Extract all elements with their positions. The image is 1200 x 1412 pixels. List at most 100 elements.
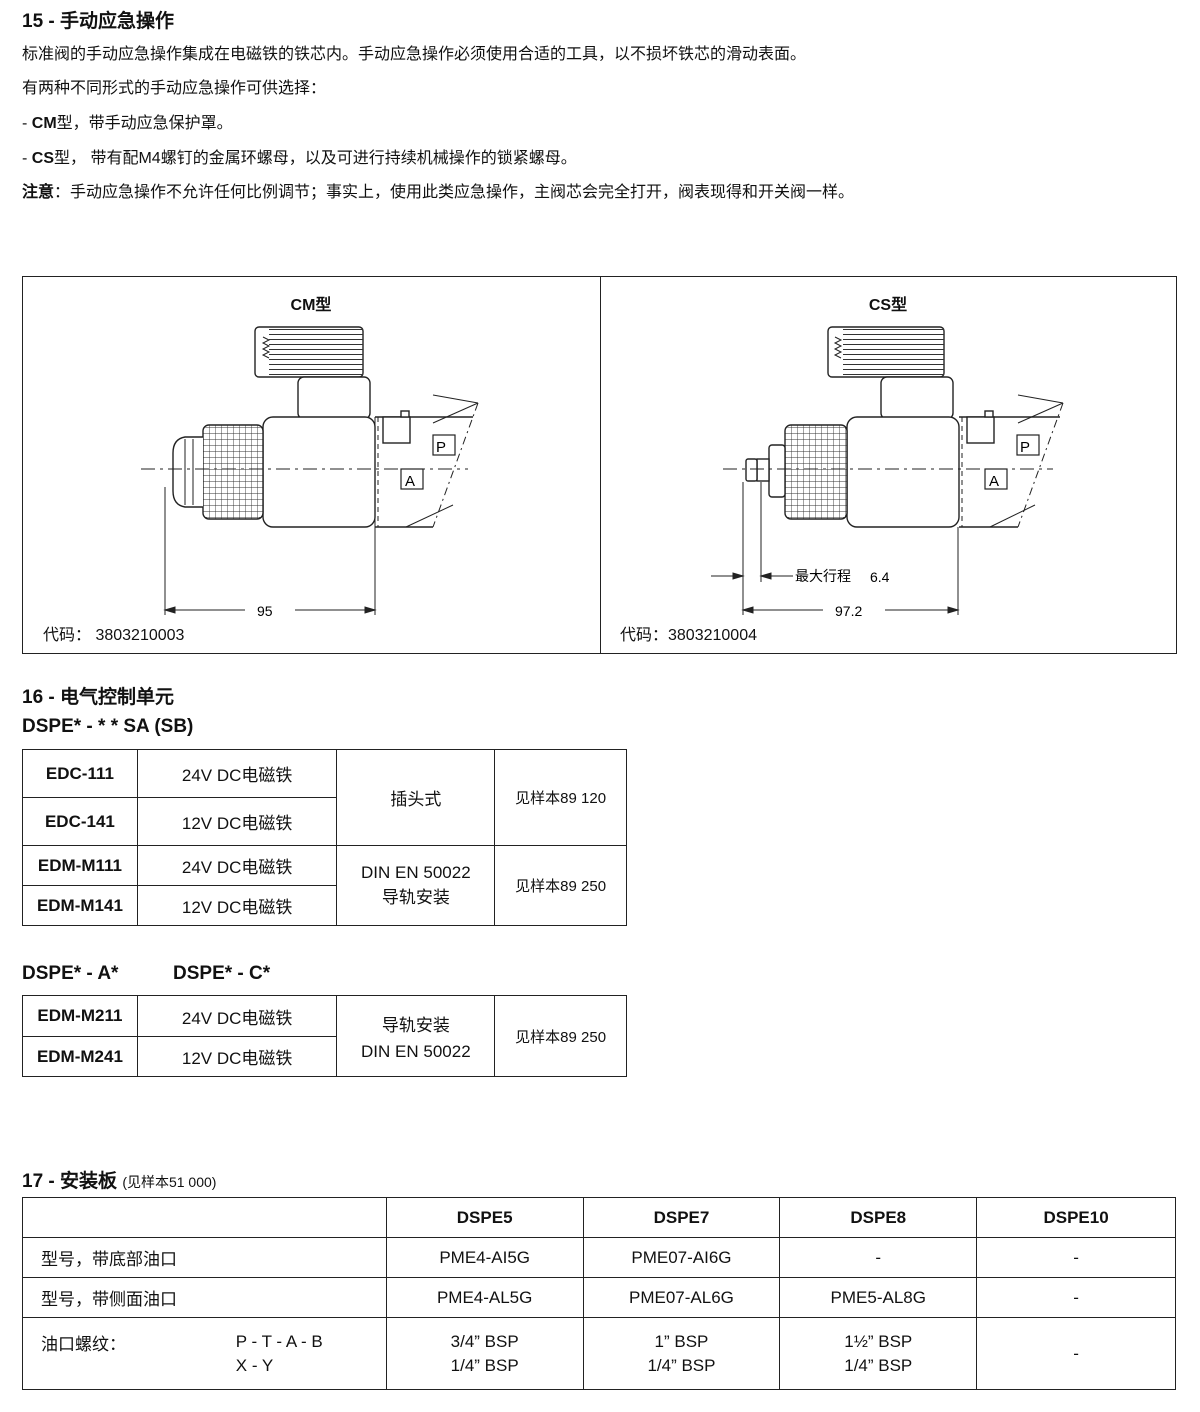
voltage-cell: 24V DC电磁铁 xyxy=(136,845,338,886)
cm-description: 型，带手动应急保护罩。 xyxy=(56,115,233,132)
type-cell: 插头式 xyxy=(336,749,496,846)
table-row: 油口螺纹： P - T - A - B X - Y 3/4” BSP 1/4” … xyxy=(22,1317,1176,1390)
table-cell: - xyxy=(976,1277,1176,1318)
header-dspe5: DSPE5 xyxy=(385,1197,584,1238)
cs-label: CS xyxy=(31,150,55,167)
cs-max-stroke-value: 6.4 xyxy=(870,569,890,585)
solenoid-drawings: P A 95 xyxy=(141,326,1064,619)
cs-order-code: 代码：3803210004 xyxy=(620,627,757,644)
thread-main: 1” BSP xyxy=(654,1331,709,1351)
dspe-a-heading: DSPE* - A* xyxy=(22,963,119,984)
type-cell: 导轨安装 DIN EN 50022 xyxy=(336,995,496,1077)
dspe-c-heading: DSPE* - C* xyxy=(173,963,271,984)
type-line-2: DIN EN 50022 xyxy=(361,1041,471,1061)
cs-port-p: P xyxy=(1020,439,1030,456)
section-15-title: 15 - 手动应急操作 xyxy=(22,11,175,32)
table-cell: PME07-AI6G xyxy=(582,1237,781,1278)
thread-label: 油口螺纹： xyxy=(41,1334,126,1354)
table-cell: PME4-AI5G xyxy=(385,1237,584,1278)
cm-figure-title: CM型 xyxy=(290,297,332,314)
cm-label: CM xyxy=(31,115,57,132)
row-label: 型号，带侧面油口 xyxy=(22,1277,387,1318)
table-cell: PME5-AL8G xyxy=(779,1277,978,1318)
table-row: EDC-111 24V DC电磁铁 插头式 见样本89 120 xyxy=(22,749,627,846)
type-line-1: DIN EN 50022 xyxy=(361,863,471,882)
thread-pilot: 1/4” BSP xyxy=(844,1355,913,1375)
manual-override-figure: CM型 CS型 xyxy=(22,276,1177,654)
cm-order-code: 代码： 3803210003 xyxy=(43,627,185,644)
cs-dimension-97-2: 97.2 xyxy=(835,603,862,619)
thread-main: 3/4” BSP xyxy=(450,1331,519,1351)
voltage-cell: 24V DC电磁铁 xyxy=(136,749,338,798)
table-row: EDM-M141 12V DC电磁铁 xyxy=(22,885,627,926)
bullet-dash: - xyxy=(22,115,32,132)
paragraph-cm: - CM型，带手动应急保护罩。 xyxy=(22,109,233,133)
table-cell: 1½” BSP 1/4” BSP xyxy=(779,1317,978,1390)
model-cell: EDM-M111 xyxy=(22,845,138,886)
cs-max-stroke-label: 最大行程 xyxy=(795,568,851,584)
header-empty xyxy=(22,1197,387,1238)
bullet-dash: - xyxy=(22,150,32,167)
table-cell: - xyxy=(779,1237,978,1278)
cs-port-a: A xyxy=(989,473,999,490)
cm-solenoid-drawing xyxy=(141,326,479,615)
section-17-title-text: 17 - 安装板 xyxy=(22,1171,118,1192)
section-17-note: (见样本51 000) xyxy=(122,1174,217,1190)
dspe-sa-heading: DSPE* - * * SA (SB) xyxy=(22,716,194,737)
voltage-cell: 24V DC电磁铁 xyxy=(136,995,338,1037)
table-header-row: DSPE5 DSPE7 DSPE8 DSPE10 xyxy=(22,1197,1176,1238)
model-cell: EDC-111 xyxy=(22,749,138,798)
table-row: EDM-M111 24V DC电磁铁 DIN EN 50022 导轨安装 见样本… xyxy=(22,845,627,926)
note-text: ：手动应急操作不允许任何比例调节；事实上，使用此类应急操作，主阀芯会完全打开，阀… xyxy=(54,184,855,201)
type-cell: DIN EN 50022 导轨安装 xyxy=(336,845,496,926)
paragraph-note: 注意：手动应急操作不允许任何比例调节；事实上，使用此类应急操作，主阀芯会完全打开… xyxy=(22,178,854,202)
reference-cell: 见样本89 120 xyxy=(494,749,627,846)
note-label: 注意 xyxy=(22,184,55,201)
paragraph-cs: - CS型， 带有配M4螺钉的金属环螺母，以及可进行持续机械操作的锁紧螺母。 xyxy=(22,144,577,168)
cs-solenoid-drawing xyxy=(711,326,1064,615)
table-cell: - xyxy=(976,1237,1176,1278)
voltage-cell: 12V DC电磁铁 xyxy=(136,885,338,926)
control-unit-table-1: EDC-111 24V DC电磁铁 插头式 见样本89 120 EDC-141 … xyxy=(22,749,627,926)
voltage-cell: 12V DC电磁铁 xyxy=(136,797,338,846)
row-label: 油口螺纹： P - T - A - B X - Y xyxy=(22,1317,387,1390)
model-cell: EDM-M141 xyxy=(22,885,138,926)
header-dspe10: DSPE10 xyxy=(976,1197,1176,1238)
cm-port-a: A xyxy=(405,473,415,490)
header-dspe7: DSPE7 xyxy=(582,1197,781,1238)
cm-dimension-95: 95 xyxy=(257,603,273,619)
thread-main: 1½” BSP xyxy=(844,1331,913,1351)
paragraph-1: 标准阀的手动应急操作集成在电磁铁的铁芯内。手动应急操作必须使用合适的工具，以不损… xyxy=(22,46,807,63)
type-line-1: 导轨安装 xyxy=(381,1015,450,1035)
figure-divider xyxy=(600,277,601,653)
table-row: 型号，带侧面油口 PME4-AL5G PME07-AL6G PME5-AL8G … xyxy=(22,1277,1176,1318)
thread-pilot: 1/4” BSP xyxy=(450,1355,519,1375)
table-cell: PME4-AL5G xyxy=(385,1277,584,1318)
type-line-2: 导轨安装 xyxy=(381,888,450,907)
model-cell: EDC-141 xyxy=(22,797,138,846)
cs-figure-title: CS型 xyxy=(868,297,908,314)
control-unit-table-2: EDM-M211 24V DC电磁铁 导轨安装 DIN EN 50022 见样本… xyxy=(22,995,627,1077)
table-cell: PME07-AL6G xyxy=(582,1277,781,1318)
table-cell: - xyxy=(976,1317,1176,1390)
model-cell: EDM-M241 xyxy=(22,1036,138,1077)
thread-pilot: 1/4” BSP xyxy=(647,1355,716,1375)
table-row: 型号，带底部油口 PME4-AI5G PME07-AI6G - - xyxy=(22,1237,1176,1278)
ports-pilot: X - Y xyxy=(235,1355,274,1375)
cm-port-p: P xyxy=(436,439,446,456)
row-label: 型号，带底部油口 xyxy=(22,1237,387,1278)
voltage-cell: 12V DC电磁铁 xyxy=(136,1036,338,1077)
table-row: EDM-M241 12V DC电磁铁 xyxy=(22,1036,627,1077)
header-dspe8: DSPE8 xyxy=(779,1197,978,1238)
model-cell: EDM-M211 xyxy=(22,995,138,1037)
reference-cell: 见样本89 250 xyxy=(494,995,627,1077)
cs-description: 型， 带有配M4螺钉的金属环螺母，以及可进行持续机械操作的锁紧螺母。 xyxy=(54,150,577,167)
table-cell: 1” BSP 1/4” BSP xyxy=(582,1317,781,1390)
table-row: EDM-M211 24V DC电磁铁 导轨安装 DIN EN 50022 见样本… xyxy=(22,995,627,1077)
reference-cell: 见样本89 250 xyxy=(494,845,627,926)
table-cell: 3/4” BSP 1/4” BSP xyxy=(385,1317,584,1390)
paragraph-2: 有两种不同形式的手动应急操作可供选择： xyxy=(22,80,327,97)
ports-main: P - T - A - B xyxy=(235,1331,323,1351)
subplate-table: DSPE5 DSPE7 DSPE8 DSPE10 型号，带底部油口 PME4-A… xyxy=(22,1197,1176,1390)
section-17-title: 17 - 安装板 (见样本51 000) xyxy=(22,1166,216,1193)
